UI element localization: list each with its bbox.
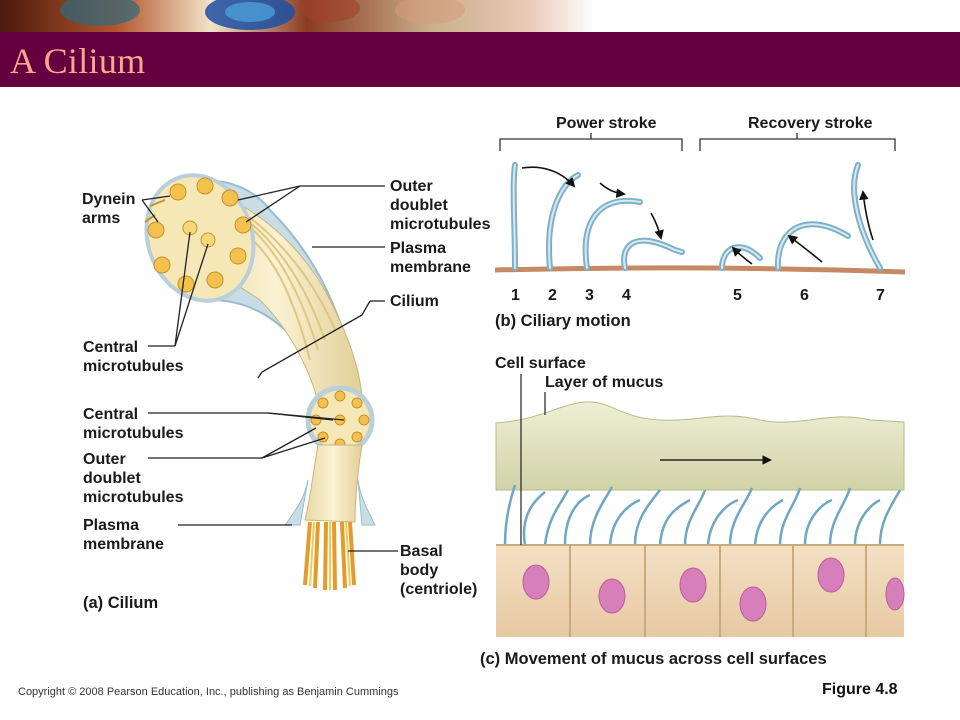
label-power-stroke: Power stroke bbox=[556, 115, 657, 132]
label-central-microtubules-1: Central microtubules bbox=[83, 339, 184, 375]
label-cilium: Cilium bbox=[390, 293, 439, 310]
label-cell-surface: Cell surface bbox=[495, 355, 586, 372]
panel-b-ciliary-motion bbox=[494, 133, 906, 275]
position-number-6: 6 bbox=[800, 287, 809, 304]
slide-title: A Cilium bbox=[10, 41, 146, 81]
position-number-2: 2 bbox=[548, 287, 557, 304]
caption-panel-b: (b) Ciliary motion bbox=[495, 312, 631, 330]
position-number-1: 1 bbox=[511, 287, 520, 304]
position-number-7: 7 bbox=[876, 287, 885, 304]
label-dynein-arms: Dynein arms bbox=[82, 191, 136, 227]
top-decorative-banner bbox=[0, 0, 960, 32]
label-plasma-membrane-bottom: Plasma membrane bbox=[83, 517, 164, 553]
label-outer-doublet-top: Outer doublet microtubules bbox=[390, 178, 491, 233]
caption-panel-a: (a) Cilium bbox=[83, 594, 159, 612]
position-number-4: 4 bbox=[622, 287, 631, 304]
position-number-5: 5 bbox=[733, 287, 742, 304]
caption-panel-c: (c) Movement of mucus across cell surfac… bbox=[480, 650, 827, 668]
copyright-notice: Copyright © 2008 Pearson Education, Inc.… bbox=[18, 686, 399, 698]
label-plasma-membrane-top: Plasma membrane bbox=[390, 240, 471, 276]
position-number-3: 3 bbox=[585, 287, 594, 304]
figure-number: Figure 4.8 bbox=[822, 681, 898, 698]
label-central-microtubules-2: Central microtubules bbox=[83, 406, 184, 442]
panel-c-mucus-movement bbox=[495, 374, 905, 637]
label-basal-body: Basal body (centriole) bbox=[400, 543, 478, 598]
title-bar bbox=[0, 32, 960, 87]
label-recovery-stroke: Recovery stroke bbox=[748, 115, 873, 132]
panel-a-leader-lines bbox=[141, 185, 398, 552]
label-outer-doublet-bottom: Outer doublet microtubules bbox=[83, 451, 184, 506]
label-layer-of-mucus: Layer of mucus bbox=[545, 374, 664, 391]
